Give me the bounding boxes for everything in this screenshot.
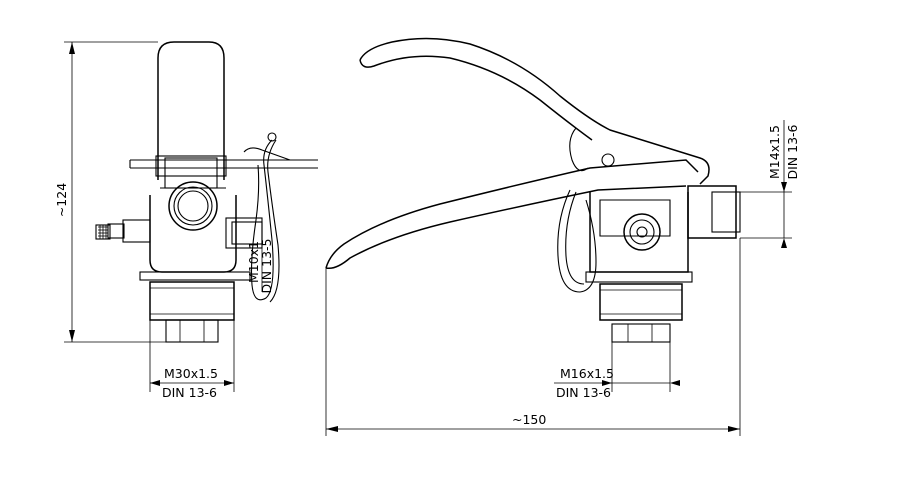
inlet-thread-left-line1: M30x1.5 (164, 366, 218, 381)
bottom-thread-dimension: M16x1.5 DIN 13-6 (554, 342, 680, 400)
front-view (95, 41, 318, 343)
side-thread-line1: M14x1.5 (767, 125, 782, 179)
height-dim-label: ~124 (54, 183, 69, 217)
side-thread-dimension: M14x1.5 DIN 13-6 (740, 120, 800, 248)
outlet-thread-dimension: M10x1 DIN 13-5 (246, 218, 274, 294)
inlet-thread-dimension-left: M30x1.5 DIN 13-6 (149, 320, 235, 400)
side-view (325, 37, 741, 343)
bottom-thread-line2: DIN 13-6 (556, 385, 611, 400)
length-dim-label: ~150 (512, 412, 546, 427)
outlet-thread-line1: M10x1 (246, 241, 261, 283)
outlet-thread-line2: DIN 13-5 (259, 238, 274, 293)
inlet-thread-left-line2: DIN 13-6 (162, 385, 217, 400)
length-dimension: ~150 (325, 238, 741, 436)
side-thread-line2: DIN 13-6 (785, 124, 800, 179)
bottom-thread-line1: M16x1.5 (560, 366, 614, 381)
height-dimension: ~124 (54, 41, 166, 343)
